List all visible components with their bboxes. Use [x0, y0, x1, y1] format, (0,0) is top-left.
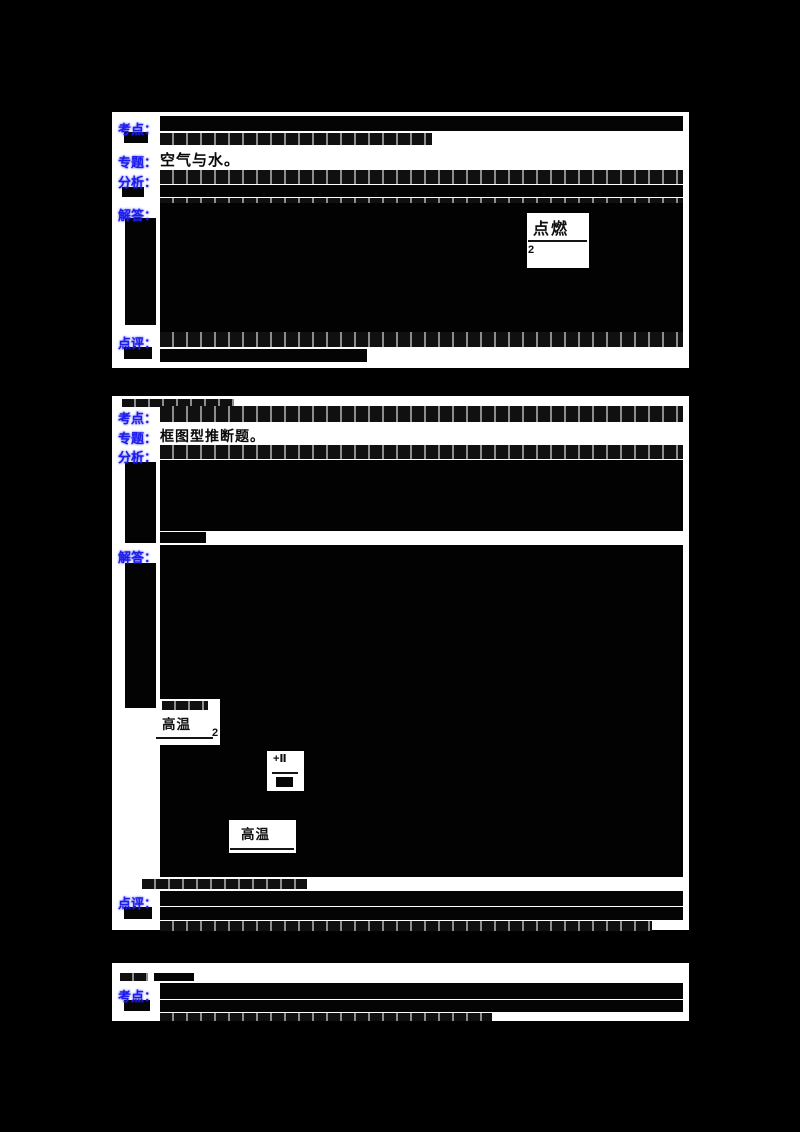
redacted-text-line — [160, 983, 683, 999]
redaction-column — [125, 218, 156, 325]
redacted-text-line — [160, 907, 683, 920]
reaction-arrow-line — [528, 240, 587, 242]
redaction-blob — [124, 1000, 150, 1011]
answer-panel-1: 考点： 专题： 空气与水。 分析： 解答： 点燃 2 点评： — [112, 112, 689, 368]
oxidation-state-text: +Ⅱ — [273, 753, 287, 765]
redaction-blob — [124, 132, 148, 143]
field-label-dianping: 点评： — [118, 336, 158, 351]
oxidation-state-fragment: +Ⅱ — [267, 751, 304, 791]
redacted-text-line — [160, 332, 683, 347]
field-label-zhuanti: 专题： — [118, 155, 158, 170]
redaction-blob — [124, 907, 152, 919]
field-label-kaodian: 考点： — [118, 122, 158, 137]
field-label-jieda: 解答： — [118, 550, 158, 565]
field-label-kaodian: 考点： — [118, 411, 158, 426]
field-label-fenxi: 分析： — [118, 450, 158, 465]
equation-fragment-hightemp-1: 高温 2 — [156, 699, 220, 745]
redacted-text-line — [160, 198, 683, 205]
topic-text-q1: 空气与水。 — [160, 152, 241, 169]
question-number-line — [154, 973, 194, 981]
redaction-column — [125, 563, 156, 708]
field-label-zhuanti: 专题： — [118, 431, 158, 446]
redacted-text-line — [160, 349, 367, 362]
equation-fragment-ignite: 点燃 2 — [527, 213, 589, 268]
oxidation-underline — [272, 772, 298, 774]
redacted-text-line — [160, 406, 683, 422]
question-number-line — [122, 399, 234, 407]
redaction-blob — [122, 187, 144, 197]
redaction-column — [125, 462, 156, 543]
equation-coefficient: 2 — [528, 244, 535, 256]
redacted-text-line — [160, 185, 683, 197]
reaction-arrow-line — [230, 848, 294, 850]
hightemp-condition-text: 高温 — [162, 717, 191, 732]
topic-text-q2: 框图型推断题。 — [160, 428, 265, 444]
equation-fragment-hightemp-2: 高温 — [229, 820, 296, 853]
hightemp-condition-text: 高温 — [241, 827, 270, 842]
redacted-text-line — [160, 1000, 683, 1012]
redacted-solution-block — [160, 203, 683, 332]
redacted-text-line — [160, 445, 683, 459]
ignite-condition-text: 点燃 — [533, 221, 570, 238]
field-label-jieda: 解答： — [118, 208, 158, 223]
redacted-text-line — [160, 170, 683, 184]
redaction-blob — [276, 777, 293, 787]
redacted-text-line — [160, 921, 652, 931]
equation-coefficient: 2 — [212, 727, 219, 739]
field-label-kaodian: 考点： — [118, 989, 158, 1004]
redacted-analysis-block — [160, 460, 683, 531]
redacted-text-line — [162, 701, 208, 710]
redacted-text-line — [160, 532, 206, 543]
redaction-blob — [124, 347, 152, 359]
field-label-fenxi: 分析： — [118, 175, 158, 190]
field-label-dianping: 点评： — [118, 896, 158, 911]
answer-panel-2: 考点： 专题： 框图型推断题。 分析： 解答： 高温 2 +Ⅱ 高温 — [112, 396, 689, 931]
question-number-line — [120, 973, 148, 981]
redacted-text-line — [142, 879, 307, 889]
redacted-text-line — [160, 116, 683, 131]
redacted-text-line — [160, 891, 683, 906]
redacted-text-line — [160, 133, 432, 145]
redacted-text-line — [160, 1013, 492, 1021]
reaction-arrow-line — [156, 737, 213, 739]
answer-panel-3: 考点： — [112, 963, 689, 1021]
